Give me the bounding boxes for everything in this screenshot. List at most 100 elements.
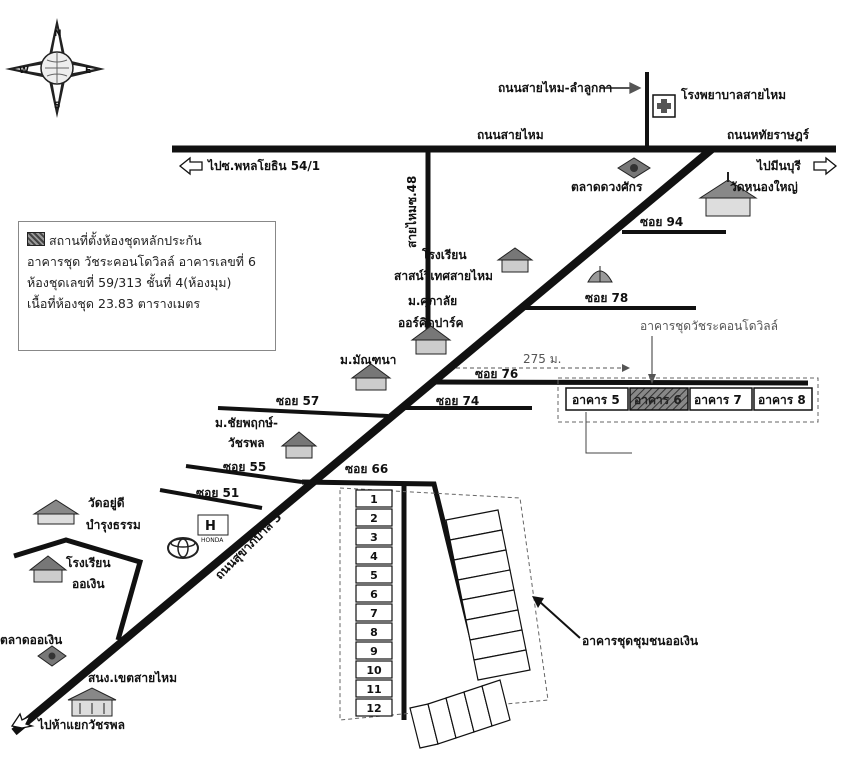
community-block-label: 7	[370, 607, 378, 620]
arrow-hospital-icon	[629, 81, 642, 95]
building-7	[689, 387, 753, 411]
label-soi-94: ซอย 94	[640, 215, 683, 229]
label-wat-yudee-2: บำรุงธรรม	[86, 518, 141, 533]
building-8	[753, 387, 813, 411]
hatch-swatch-icon	[27, 232, 45, 246]
info-line-2: อาคารชุด วัชระคอนโดวิลล์ อาคารเลขที่ 6	[27, 254, 256, 269]
temple-icon	[698, 172, 758, 217]
community-block-label: 3	[370, 531, 378, 544]
arrow-left-icon	[178, 156, 203, 176]
road-sukhapiban-5	[11, 145, 715, 736]
condo-buildings: อาคาร 5 อาคาร 6 อาคาร 7 อาคาร 8	[565, 387, 813, 411]
community-block-label: 5	[370, 569, 378, 582]
compass-w: W	[19, 66, 29, 76]
label-sai-mai-lamlukka: ถนนสายไหม-ลำลูกกา	[498, 80, 612, 96]
arrow-community-icon	[532, 596, 544, 608]
compass-rose: N S E W	[5, 18, 105, 118]
label-orchid-1: ม.ศุภาลัย	[408, 294, 457, 309]
label-to-minburi: ไปมีนบุรี	[755, 158, 801, 174]
compass-n: N	[54, 29, 62, 39]
label-school-ongern-2: ออเงิน	[72, 577, 105, 591]
svg-text:H: H	[205, 519, 216, 534]
community-boundary	[339, 487, 549, 721]
community-block	[355, 698, 393, 717]
label-soi-66: ซอย 66	[345, 462, 388, 476]
building-5	[565, 387, 629, 411]
community-block-label: 10	[366, 664, 382, 677]
community-block-label: 1	[370, 493, 378, 506]
compass-e: E	[85, 66, 91, 76]
collateral-info-box: สถานที่ตั้งห้องชุดหลักประกัน อาคารชุด วั…	[18, 221, 276, 351]
label-market-duangsak: ตลาดดวงศักร	[571, 180, 643, 194]
community-block	[355, 641, 393, 660]
house-icon-chaiyapruek	[280, 431, 318, 459]
toyota-icon	[167, 537, 199, 559]
label-soi-57: ซอย 57	[276, 394, 319, 408]
community-block	[355, 584, 393, 603]
label-soi-74: ซอย 74	[436, 394, 479, 408]
info-line-1: สถานที่ตั้งห้องชุดหลักประกัน	[49, 233, 202, 248]
house-icon-orchid	[410, 325, 452, 355]
label-chaiyapruek-2: วัชรพล	[228, 436, 265, 450]
compass-s: S	[54, 101, 60, 111]
label-building-6: อาคาร 6	[634, 393, 682, 407]
svg-text:HONDA: HONDA	[201, 537, 224, 544]
school-icon	[496, 247, 534, 273]
label-market-ongern: ตลาดออเงิน	[0, 633, 63, 647]
market-icon-ongern	[37, 645, 67, 667]
house-icon-monthana	[350, 363, 392, 391]
label-distance: 275 ม.	[523, 352, 561, 366]
community-block	[355, 508, 393, 527]
temple-icon-yudee	[32, 499, 80, 525]
market-icon	[617, 157, 651, 179]
info-line-4: เนื้อที่ห้องชุด 23.83 ตารางเมตร	[27, 296, 201, 311]
hospital-icon	[652, 94, 676, 118]
label-soi-78: ซอย 78	[585, 291, 628, 305]
label-police: สนง.เขตสายไหม	[88, 670, 177, 685]
label-hathairat: ถนนหทัยราษฎร์	[727, 128, 810, 142]
community-block-label: 6	[370, 588, 378, 601]
label-school-1: โรงเรียน	[421, 247, 467, 262]
direction-arrows	[10, 81, 838, 729]
label-building-5: อาคาร 5	[572, 393, 620, 407]
community-block-label: 8	[370, 626, 378, 639]
arrow-condo-icon	[648, 374, 656, 384]
label-hospital: โรงพยาบาลสายไหม	[680, 87, 786, 102]
honda-icon: H HONDA	[197, 514, 229, 544]
label-sai-mai: ถนนสายไหม	[477, 127, 544, 142]
community-block	[355, 565, 393, 584]
label-building-7: อาคาร 7	[694, 393, 742, 407]
road-soi-76	[431, 379, 809, 386]
label-school-ongern-1: โรงเรียน	[65, 555, 111, 570]
label-soi-76: ซอย 76	[475, 367, 518, 381]
community-block	[355, 622, 393, 641]
shell-icon	[587, 266, 613, 283]
label-soi-51: ซอย 51	[196, 486, 239, 500]
info-line-3: ห้องชุดเลขที่ 59/313 ชั้นที่ 4(ห้องมุม)	[27, 275, 232, 290]
label-to-phahon: ไปซ.พหลโยธิน 54/1	[206, 158, 320, 173]
arrow-southwest-icon	[10, 712, 35, 729]
arrow-right-icon	[813, 156, 838, 176]
community-block-label: 2	[370, 512, 378, 525]
slanted-buildings	[409, 509, 531, 749]
community-block	[355, 527, 393, 546]
label-community: อาคารชุดชุมชนออเงิน	[582, 634, 699, 649]
label-school-2: สาสน์วิเทศสายไหม	[394, 268, 493, 283]
label-wat-yudee-1: วัดอยู่ดี	[88, 496, 125, 511]
label-monthana: ม.มัณฑนา	[340, 353, 396, 367]
label-soi-55: ซอย 55	[223, 460, 266, 474]
community-block-label: 12	[366, 702, 381, 715]
road-soi-57	[217, 406, 389, 418]
community-block	[355, 660, 393, 679]
community-block	[355, 489, 393, 508]
road-soi-55	[185, 464, 303, 484]
label-wat-nongyai: วัดหนองใหญ่	[730, 179, 798, 194]
school-icon-ongern	[28, 555, 68, 583]
label-building-8: อาคาร 8	[758, 393, 806, 407]
leader-line	[585, 412, 632, 454]
label-orchid-2: ออร์คิดปาร์ค	[398, 316, 464, 330]
office-icon	[67, 687, 117, 717]
road-ongern	[13, 537, 144, 641]
